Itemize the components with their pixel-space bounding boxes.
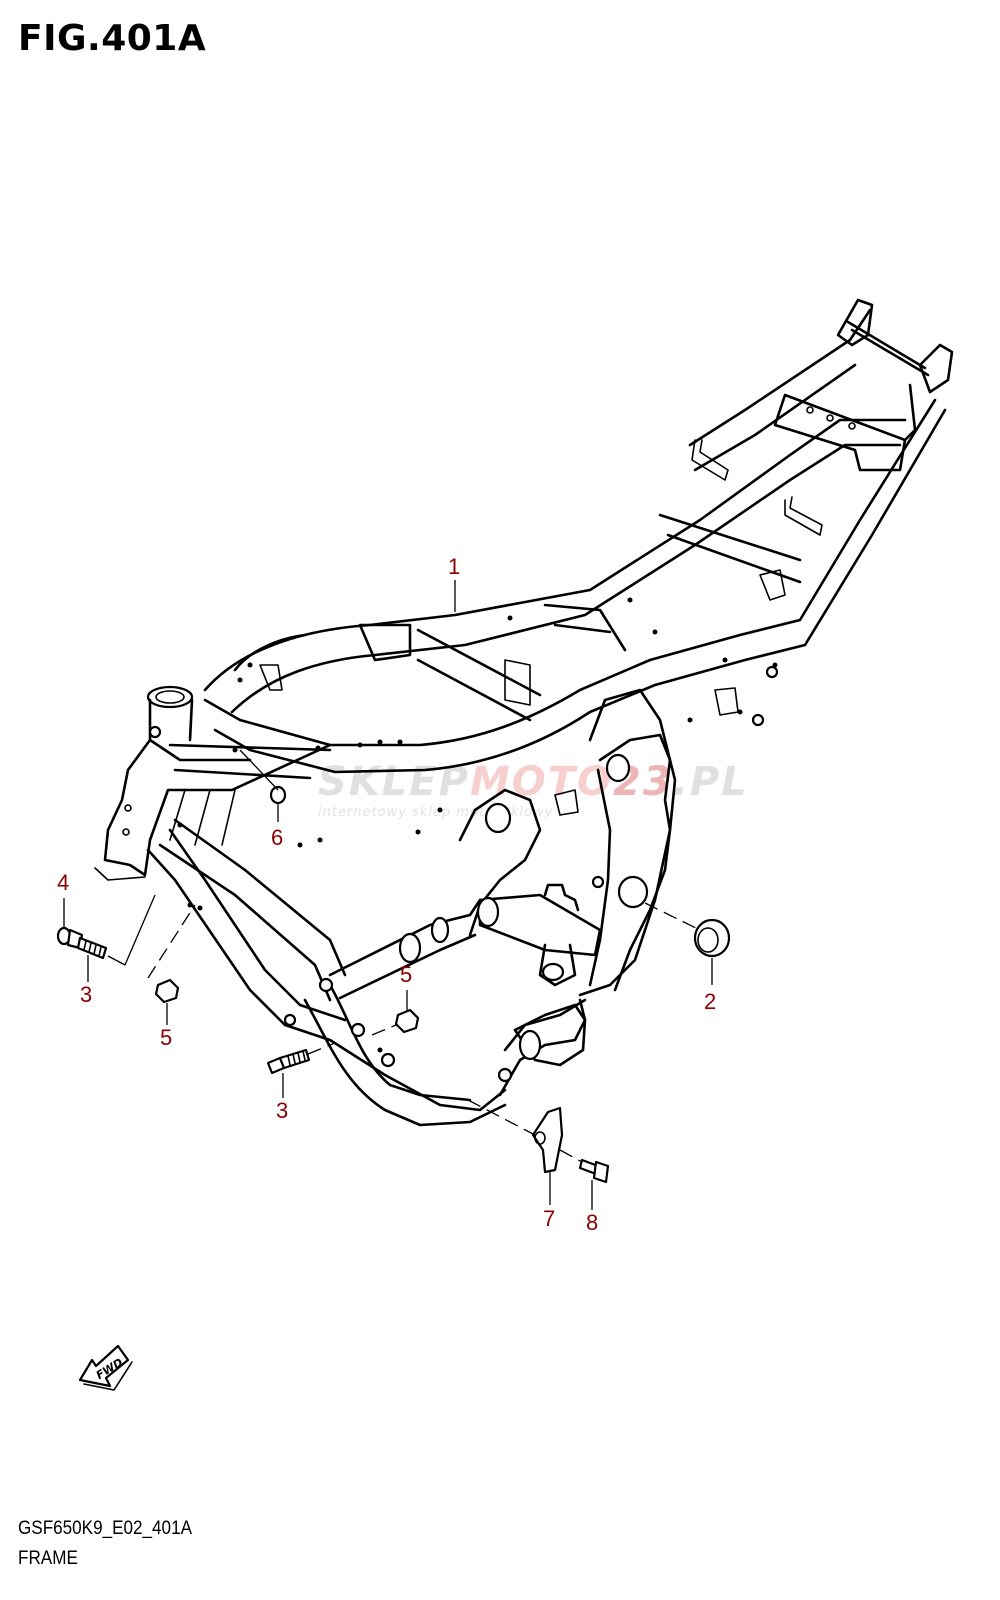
leader-lines xyxy=(63,580,713,1210)
callout-8: 8 xyxy=(586,1210,598,1235)
part-bolt-3-upper xyxy=(66,928,108,960)
rear-cross-tube xyxy=(658,513,802,584)
frame-left-upper-spar-inner xyxy=(230,443,902,714)
part-nut-5-left xyxy=(154,978,180,1004)
upper-mount-bracket xyxy=(543,883,580,912)
mount-boss-6 xyxy=(591,875,605,889)
rear-bracket-right xyxy=(918,343,954,394)
rear-end-drop xyxy=(903,383,917,442)
mount-boss-8 xyxy=(765,665,779,679)
callouts: 1 2 3 3 4 5 5 6 7 8 xyxy=(57,554,716,1235)
watermark-brand-part1: SKLEP xyxy=(318,759,470,805)
mount-boss-2 xyxy=(380,1052,396,1068)
front-gusset-left xyxy=(148,738,252,762)
pivot-plate-inner xyxy=(588,768,612,987)
frame-right-upper-spar-inner xyxy=(213,408,947,774)
seat-hook-left xyxy=(691,439,729,481)
tab-4 xyxy=(554,789,579,816)
part-bracket-7 xyxy=(531,1106,564,1174)
frame-main xyxy=(94,298,954,1127)
tab-1 xyxy=(259,664,283,691)
frame-holes xyxy=(177,597,778,1053)
part-bolt-8 xyxy=(578,1158,610,1184)
rear-bracket-left xyxy=(836,298,874,347)
fwd-arrow-icon: FWD xyxy=(78,1344,133,1391)
callout-3-lower: 3 xyxy=(276,1098,288,1123)
front-cross-brace xyxy=(168,743,332,780)
downtube-right xyxy=(173,818,347,977)
front-cutout xyxy=(233,633,307,672)
callout-4: 4 xyxy=(57,870,69,895)
tab-2 xyxy=(504,659,531,706)
gusset-bolt-hole xyxy=(148,725,162,739)
watermark-tagline: internetowy sklep motocyklowy xyxy=(318,805,553,820)
mount-boss-5 xyxy=(318,977,334,993)
callout-5-right: 5 xyxy=(400,962,412,987)
mount-boss-7 xyxy=(751,713,765,727)
rear-subframe-left-inner xyxy=(693,363,857,472)
cross-member-mid-inner xyxy=(338,933,477,1000)
frame-right-upper-spar xyxy=(203,398,937,747)
cross-member-mid xyxy=(328,898,482,977)
mount-boss-4 xyxy=(497,1067,513,1083)
lower-mount-bracket xyxy=(538,943,577,987)
downtube-left xyxy=(146,848,507,1112)
tab-5 xyxy=(714,687,739,716)
mount-boss-1 xyxy=(350,1022,366,1038)
lower-rear-rail-outer xyxy=(503,998,587,1052)
gusset-bracket xyxy=(94,867,146,881)
lower-rail-right-outer xyxy=(303,998,507,1127)
front-gusset xyxy=(103,738,332,877)
engine-plate-left xyxy=(458,788,542,937)
figure-title: FIG.401A xyxy=(18,18,207,59)
callout-7: 7 xyxy=(543,1206,555,1231)
lower-cross-tube xyxy=(478,893,602,957)
engine-mount-hole-left xyxy=(484,802,512,834)
grommet-hole xyxy=(617,875,649,909)
seat-rail-cross xyxy=(543,603,627,652)
mount-boss-3 xyxy=(283,1013,297,1027)
callout-5-left: 5 xyxy=(160,1025,172,1050)
steering-head-top xyxy=(146,685,194,709)
rear-subframe-left xyxy=(688,308,872,447)
callout-3-upper: 3 xyxy=(80,982,92,1007)
tank-mount-bracket xyxy=(358,623,412,662)
engine-mount-hole-right xyxy=(605,753,631,783)
part-grommet-2 xyxy=(693,918,731,958)
tank-cross-brace xyxy=(416,628,542,722)
downtube-right-outer xyxy=(158,843,332,1002)
part-nut-5-right xyxy=(394,1008,420,1034)
rear-end-rod xyxy=(846,320,930,377)
lower-right-clamp xyxy=(513,1003,587,1067)
engine-plate-right xyxy=(598,733,672,992)
diagram-code: GSF650K9_E02_401A xyxy=(18,1518,192,1539)
lower-rear-rail xyxy=(498,998,587,1097)
front-cross-ribs xyxy=(169,789,236,846)
part-bolt-3-lower xyxy=(266,1048,311,1075)
svg-text:SKLEPMOTO23.PL: SKLEPMOTO23.PL xyxy=(318,759,749,805)
assembly-name: FRAME xyxy=(18,1548,78,1569)
pivot-plate xyxy=(578,688,677,997)
downtube-left-inner xyxy=(168,828,347,1022)
tab-3 xyxy=(759,569,786,601)
watermark-brand-suffix: .PL xyxy=(673,759,749,805)
lower-rail-right xyxy=(328,983,472,1102)
callout-1: 1 xyxy=(448,554,460,579)
seat-hook-right xyxy=(784,496,823,536)
frame-left-upper-spar xyxy=(203,418,907,692)
callout-2: 2 xyxy=(704,989,716,1014)
callout-6: 6 xyxy=(271,825,283,850)
